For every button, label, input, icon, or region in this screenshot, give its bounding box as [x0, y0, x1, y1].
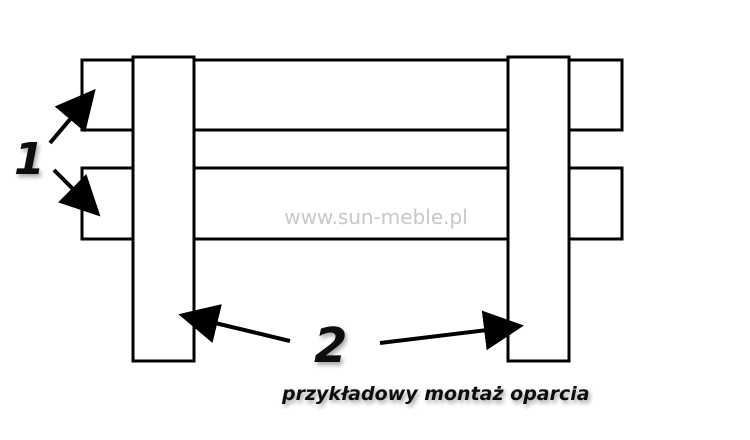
label-boards: 1 [14, 134, 45, 185]
label-posts: 2 [314, 318, 347, 374]
arrow-to-top-board [48, 88, 96, 145]
vertical-post-right [506, 55, 571, 363]
arrow-to-right-post [379, 310, 524, 351]
vertical-post-left [131, 55, 196, 363]
watermark-text: www.sun-meble.pl [284, 205, 468, 229]
arrow-to-bottom-board [52, 168, 101, 217]
arrow-to-left-post [178, 304, 291, 343]
diagram-caption: przykładowy montaż oparcia [281, 383, 590, 405]
